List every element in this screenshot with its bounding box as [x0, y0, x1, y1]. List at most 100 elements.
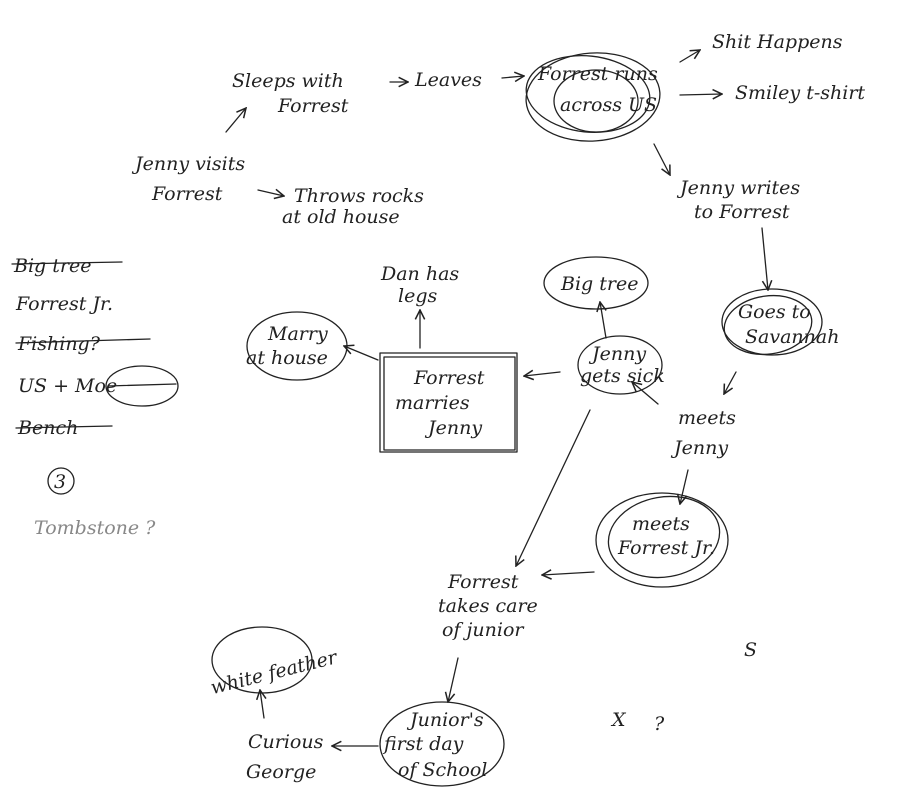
svg-text:marries: marries — [395, 392, 470, 414]
side-note-tombstone: Tombstone ? — [34, 517, 156, 539]
arrow-takes-care-to-school — [448, 657, 459, 702]
svg-text:across US: across US — [560, 94, 657, 116]
arrow-runs-to-shit — [679, 50, 700, 63]
arrow-meets-to-jr — [680, 469, 689, 504]
loop-ellipse-mid — [525, 55, 651, 133]
school-ellipse — [379, 701, 505, 787]
node-jenny-gets-sick: Jenny gets sick — [577, 335, 665, 395]
node-forrest-marries-jenny: Forrest marries Jenny — [379, 352, 518, 453]
arrow-sick-to-takes-care — [516, 409, 591, 566]
svg-text:Throws rocks: Throws rocks — [294, 185, 424, 207]
arrow-george-to-feather — [260, 690, 264, 719]
svg-text:Junior's: Junior's — [406, 709, 484, 731]
loop-ellipse-inner — [553, 69, 639, 133]
note-big-tree-strike — [11, 261, 123, 265]
node-shit-happens: Shit Happens — [712, 31, 843, 53]
loop-ellipse-outer — [525, 52, 661, 142]
arrow-meets-to-sick — [632, 382, 659, 405]
note-forrest-jr: Forrest Jr. — [15, 293, 113, 315]
arrow-marries-to-house — [344, 346, 379, 361]
svg-text:3: 3 — [54, 471, 66, 493]
svg-text:gets sick: gets sick — [580, 365, 665, 387]
node-throws-rocks: Throws rocks at old house — [282, 185, 424, 228]
node-meets-jenny: meets Jenny — [670, 407, 736, 459]
node-sleeps-with-forrest: Sleeps with Forrest — [232, 70, 349, 117]
arrow-runs-to-smiley — [679, 94, 722, 95]
arrow-writes-to-savannah — [761, 227, 768, 290]
savannah-ellipse-b — [723, 294, 813, 356]
svg-text:takes care: takes care — [438, 595, 538, 617]
svg-text:to Forrest: to Forrest — [694, 201, 790, 223]
arrow-sick-to-tree — [600, 302, 606, 339]
arrow-leaves-to-runs — [501, 76, 524, 78]
side-notes-list: Big tree Forrest Jr. Fishing? US + Moe B… — [11, 255, 179, 439]
svg-text:Forrest: Forrest — [447, 571, 519, 593]
node-white-feather: white feather — [208, 626, 341, 699]
svg-text:at old house: at old house — [282, 206, 400, 228]
mark-s: S — [744, 639, 757, 661]
note-fishing-strike — [15, 338, 151, 344]
svg-text:of junior: of junior — [442, 619, 525, 641]
svg-text:George: George — [246, 761, 316, 783]
svg-text:Marry: Marry — [267, 323, 328, 345]
svg-text:Forrest: Forrest — [413, 367, 485, 389]
svg-text:Forrest Jr.: Forrest Jr. — [617, 537, 715, 559]
node-leaves: Leaves — [414, 69, 482, 91]
note-bench-strike — [15, 425, 113, 429]
svg-text:first day: first day — [382, 733, 464, 755]
arrow-jr-to-takes-care — [542, 572, 595, 575]
node-forrest-takes-care: Forrest takes care of junior — [438, 571, 538, 641]
svg-text:Jenny: Jenny — [424, 417, 482, 439]
svg-text:of School: of School — [398, 759, 487, 781]
arrow-runs-to-writes — [653, 143, 670, 175]
svg-text:Curious: Curious — [248, 731, 324, 753]
svg-text:Jenny: Jenny — [588, 343, 646, 365]
savannah-ellipse-a — [721, 288, 823, 356]
node-smiley-tshirt: Smiley t-shirt — [735, 82, 865, 104]
svg-text:Goes to: Goes to — [738, 301, 811, 323]
arrow-jenny-visits-to-sleeps — [225, 108, 246, 133]
svg-text:Forrest: Forrest — [151, 183, 223, 205]
node-forrest-runs-across-us: Forrest runs across US — [525, 52, 661, 142]
svg-text:Big tree: Big tree — [560, 273, 638, 295]
marries-box-inner — [383, 356, 516, 451]
node-dan-has-legs: Dan has legs — [380, 263, 459, 307]
node-big-tree: Big tree — [543, 256, 649, 310]
number-circle — [47, 467, 75, 495]
note-bench: Bench — [17, 417, 78, 439]
svg-text:meets: meets — [632, 513, 690, 535]
svg-text:Sleeps with: Sleeps with — [232, 70, 344, 92]
arrow-sick-to-marries — [524, 372, 561, 376]
mark-x: X — [610, 709, 627, 731]
svg-text:Jenny visits: Jenny visits — [131, 153, 245, 175]
arrow-savannah-to-meets — [724, 371, 737, 394]
node-marry-at-house: Marry at house — [246, 311, 348, 381]
svg-text:Jenny writes: Jenny writes — [676, 177, 800, 199]
node-curious-george: Curious George — [246, 731, 324, 783]
marries-box-outer — [379, 352, 518, 453]
svg-text:Forrest: Forrest — [277, 95, 349, 117]
svg-text:Dan has: Dan has — [380, 263, 459, 285]
sick-ellipse — [577, 335, 663, 395]
svg-text:Savannah: Savannah — [745, 326, 839, 348]
node-goes-to-savannah: Goes to Savannah — [721, 288, 839, 356]
note-fishing: Fishing? — [17, 333, 101, 355]
big-tree-ellipse — [543, 256, 649, 310]
jr-ellipse-b — [607, 495, 721, 579]
jr-ellipse-a — [595, 492, 729, 588]
node-jenny-visits-forrest: Jenny visits Forrest — [131, 153, 245, 205]
note-moe-strike — [107, 383, 177, 387]
mark-question: ? — [654, 713, 665, 735]
note-us-moe: US + Moe — [18, 375, 117, 397]
svg-text:Jenny: Jenny — [670, 437, 728, 459]
node-juniors-first-day: Junior's first day of School — [379, 701, 505, 787]
note-big-tree: Big tree — [13, 255, 91, 277]
note-moe-circle — [105, 365, 179, 407]
svg-text:Forrest runs: Forrest runs — [537, 63, 658, 85]
node-jenny-writes: Jenny writes to Forrest — [676, 177, 800, 223]
arrow-visits-to-rocks — [257, 190, 284, 196]
svg-text:meets: meets — [678, 407, 736, 429]
node-meets-forrest-jr: meets Forrest Jr. — [595, 492, 729, 588]
svg-text:at house: at house — [246, 347, 328, 369]
